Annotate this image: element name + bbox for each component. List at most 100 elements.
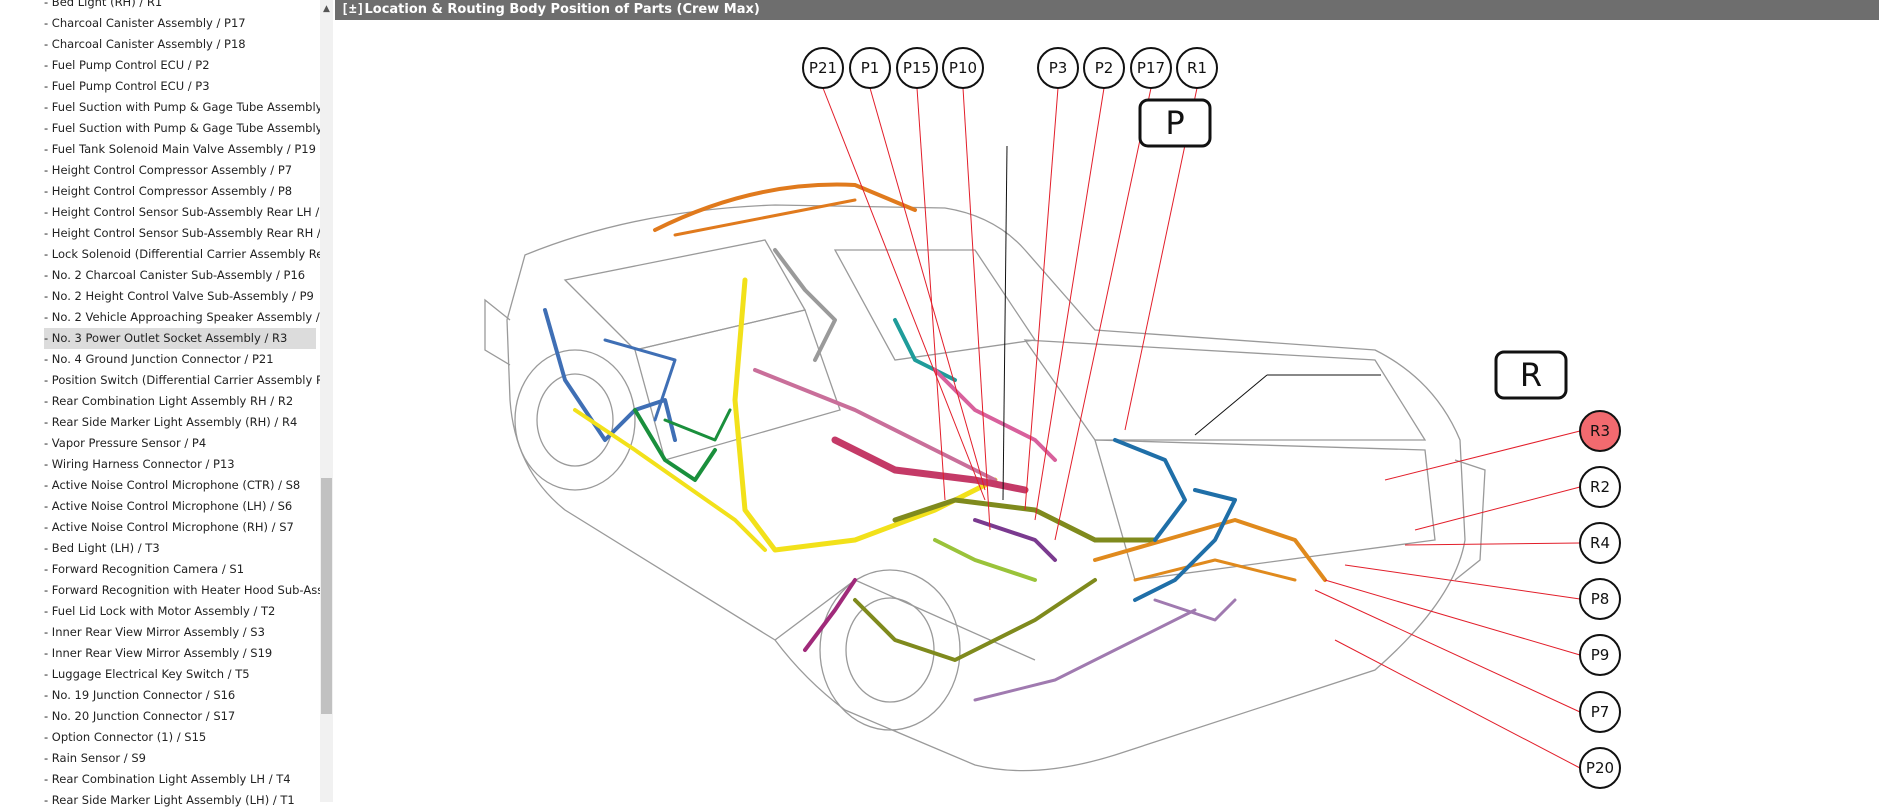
parts-list-item[interactable]: - No. 2 Height Control Valve Sub-Assembl… <box>44 289 314 303</box>
parts-list-item[interactable]: - Height Control Compressor Assembly / P… <box>44 184 293 198</box>
callout-r4-circle <box>1579 522 1621 564</box>
leader-line <box>1034 87 1105 521</box>
parts-list-item[interactable]: - Bed Light (RH) / R1 <box>44 0 163 9</box>
parts-list-item[interactable]: - Fuel Lid Lock with Motor Assembly / T2 <box>44 604 276 618</box>
parts-list-item[interactable]: - Height Control Compressor Assembly / P… <box>44 163 293 177</box>
parts-list-item[interactable]: - No. 20 Junction Connector / S17 <box>44 709 236 723</box>
parts-list-item[interactable]: - Wiring Harness Connector / P13 <box>44 457 235 471</box>
parts-list-item[interactable]: - Active Noise Control Microphone (RH) /… <box>44 520 294 534</box>
leader-line <box>1344 564 1581 600</box>
parts-list-item[interactable]: - Charcoal Canister Assembly / P17 <box>44 16 246 30</box>
callout-r3[interactable]: R3 <box>1579 410 1621 452</box>
group-label-p: P <box>1138 98 1212 148</box>
parts-list-item[interactable]: - No. 2 Charcoal Canister Sub-Assembly /… <box>44 268 306 282</box>
parts-list-item[interactable]: - Active Noise Control Microphone (CTR) … <box>44 478 301 492</box>
callout-p21[interactable]: P21 <box>802 47 844 89</box>
parts-list-item[interactable]: - Option Connector (1) / S15 <box>44 730 207 744</box>
svg-text:P: P <box>1165 104 1184 142</box>
parts-list: - Bed Light (RH) / R1 - Charcoal Canister… <box>44 0 324 811</box>
callout-p9[interactable]: P9 <box>1579 634 1621 676</box>
scroll-up-arrow-icon[interactable]: ▲ <box>323 4 330 14</box>
group-leader-p <box>1002 145 1008 501</box>
parts-list-item[interactable]: - Vapor Pressure Sensor / P4 <box>44 436 207 450</box>
callout-p15[interactable]: P15 <box>896 47 938 89</box>
parts-list-item[interactable]: - Fuel Suction with Pump & Gage Tube Ass… <box>44 100 323 114</box>
parts-sidebar: - Bed Light (RH) / R1 - Charcoal Canister… <box>0 0 324 807</box>
callout-p3-text: P3 <box>1049 59 1068 77</box>
callout-p8[interactable]: P8 <box>1579 578 1621 620</box>
leader-line <box>1384 430 1581 481</box>
callout-p10-text: P10 <box>949 59 977 77</box>
callout-r4-text: R4 <box>1590 534 1610 552</box>
leader-line <box>1404 542 1581 546</box>
parts-list-item[interactable]: - Rear Combination Light Assembly LH / T… <box>44 772 291 786</box>
parts-list-item[interactable]: - Height Control Sensor Sub-Assembly Rea… <box>44 226 321 240</box>
truck-outline <box>484 204 1486 772</box>
parts-list-item[interactable]: - Rear Side Marker Light Assembly (RH) /… <box>44 415 298 429</box>
callout-p1[interactable]: P1 <box>849 47 891 89</box>
parts-list-item[interactable]: - Fuel Pump Control ECU / P3 <box>44 79 210 93</box>
leader-line <box>1334 639 1581 769</box>
parts-list-item[interactable]: - No. 3 Power Outlet Socket Assembly / R… <box>44 328 316 349</box>
callout-p21-circle <box>802 47 844 89</box>
callout-p8-text: P8 <box>1591 590 1610 608</box>
callout-r2[interactable]: R2 <box>1579 466 1621 508</box>
leader-line <box>962 87 991 531</box>
parts-list-item[interactable]: - No. 19 Junction Connector / S16 <box>44 688 236 702</box>
parts-list-item[interactable]: - Forward Recognition Camera / S1 <box>44 562 245 576</box>
callout-p9-text: P9 <box>1591 646 1610 664</box>
callout-p2-text: P2 <box>1095 59 1114 77</box>
callout-p2[interactable]: P2 <box>1083 47 1125 89</box>
leader-line <box>822 87 986 501</box>
parts-list-item[interactable]: - Fuel Pump Control ECU / P2 <box>44 58 210 72</box>
parts-list-item[interactable]: - Bed Light (LH) / T3 <box>44 541 160 555</box>
parts-list-item[interactable]: - Fuel Tank Solenoid Main Valve Assembly… <box>44 142 316 156</box>
parts-list-item[interactable]: - Active Noise Control Microphone (LH) /… <box>44 499 293 513</box>
callout-p20[interactable]: P20 <box>1579 747 1621 789</box>
parts-list-item[interactable]: - Inner Rear View Mirror Assembly / S3 <box>44 625 265 639</box>
callout-r1-text: R1 <box>1187 59 1207 77</box>
callout-p7-text: P7 <box>1591 703 1610 721</box>
callout-r3-circle <box>1579 410 1621 452</box>
callout-r4[interactable]: R4 <box>1579 522 1621 564</box>
group-label-r: R <box>1494 350 1568 400</box>
callout-r2-circle <box>1579 466 1621 508</box>
leader-line <box>869 87 986 491</box>
leader-line <box>1324 579 1581 656</box>
callout-p21-text: P21 <box>809 59 837 77</box>
parts-list-item[interactable]: - No. 4 Ground Junction Connector / P21 <box>44 352 274 366</box>
parts-list-item[interactable]: - Height Control Sensor Sub-Assembly Rea… <box>44 205 320 219</box>
parts-list-item[interactable]: - No. 2 Vehicle Approaching Speaker Asse… <box>44 310 320 324</box>
callout-p2-circle <box>1083 47 1125 89</box>
parts-list-item[interactable]: - Rear Side Marker Light Assembly (LH) /… <box>44 793 295 807</box>
callout-p7[interactable]: P7 <box>1579 691 1621 733</box>
parts-list-item[interactable]: - Luggage Electrical Key Switch / T5 <box>44 667 250 681</box>
parts-list-item[interactable]: - Charcoal Canister Assembly / P18 <box>44 37 246 51</box>
leader-line <box>1414 486 1581 531</box>
expand-toggle[interactable]: [±] <box>341 2 365 17</box>
leader-line <box>1024 87 1059 511</box>
parts-list-item[interactable]: - Rear Combination Light Assembly RH / R… <box>44 394 294 408</box>
callout-p15-text: P15 <box>903 59 931 77</box>
parts-list-item[interactable]: - Rain Sensor / S9 <box>44 751 146 765</box>
callout-p10-circle <box>942 47 984 89</box>
sidebar-scrollbar-thumb[interactable] <box>321 478 332 714</box>
parts-list-item[interactable]: - Inner Rear View Mirror Assembly / S19 <box>44 646 273 660</box>
callout-r1-circle <box>1176 47 1218 89</box>
parts-list-item[interactable]: - Position Switch (Differential Carrier … <box>44 373 324 387</box>
callout-p17-text: P17 <box>1137 59 1165 77</box>
callout-r1[interactable]: R1 <box>1176 47 1218 89</box>
parts-list-item[interactable]: - Forward Recognition with Heater Hood S… <box>44 583 324 597</box>
leader-line <box>916 87 946 501</box>
callout-p10[interactable]: P10 <box>942 47 984 89</box>
callout-p7-circle <box>1579 691 1621 733</box>
parts-list-item[interactable]: - Lock Solenoid (Differential Carrier As… <box>44 247 324 261</box>
callout-r2-text: R2 <box>1590 478 1610 496</box>
wiring-harness <box>543 182 1327 702</box>
parts-list-item[interactable]: - Fuel Suction with Pump & Gage Tube Ass… <box>44 121 323 135</box>
callout-p20-circle <box>1579 747 1621 789</box>
callout-p3[interactable]: P3 <box>1037 47 1079 89</box>
callout-p17[interactable]: P17 <box>1130 47 1172 89</box>
callout-p9-circle <box>1579 634 1621 676</box>
